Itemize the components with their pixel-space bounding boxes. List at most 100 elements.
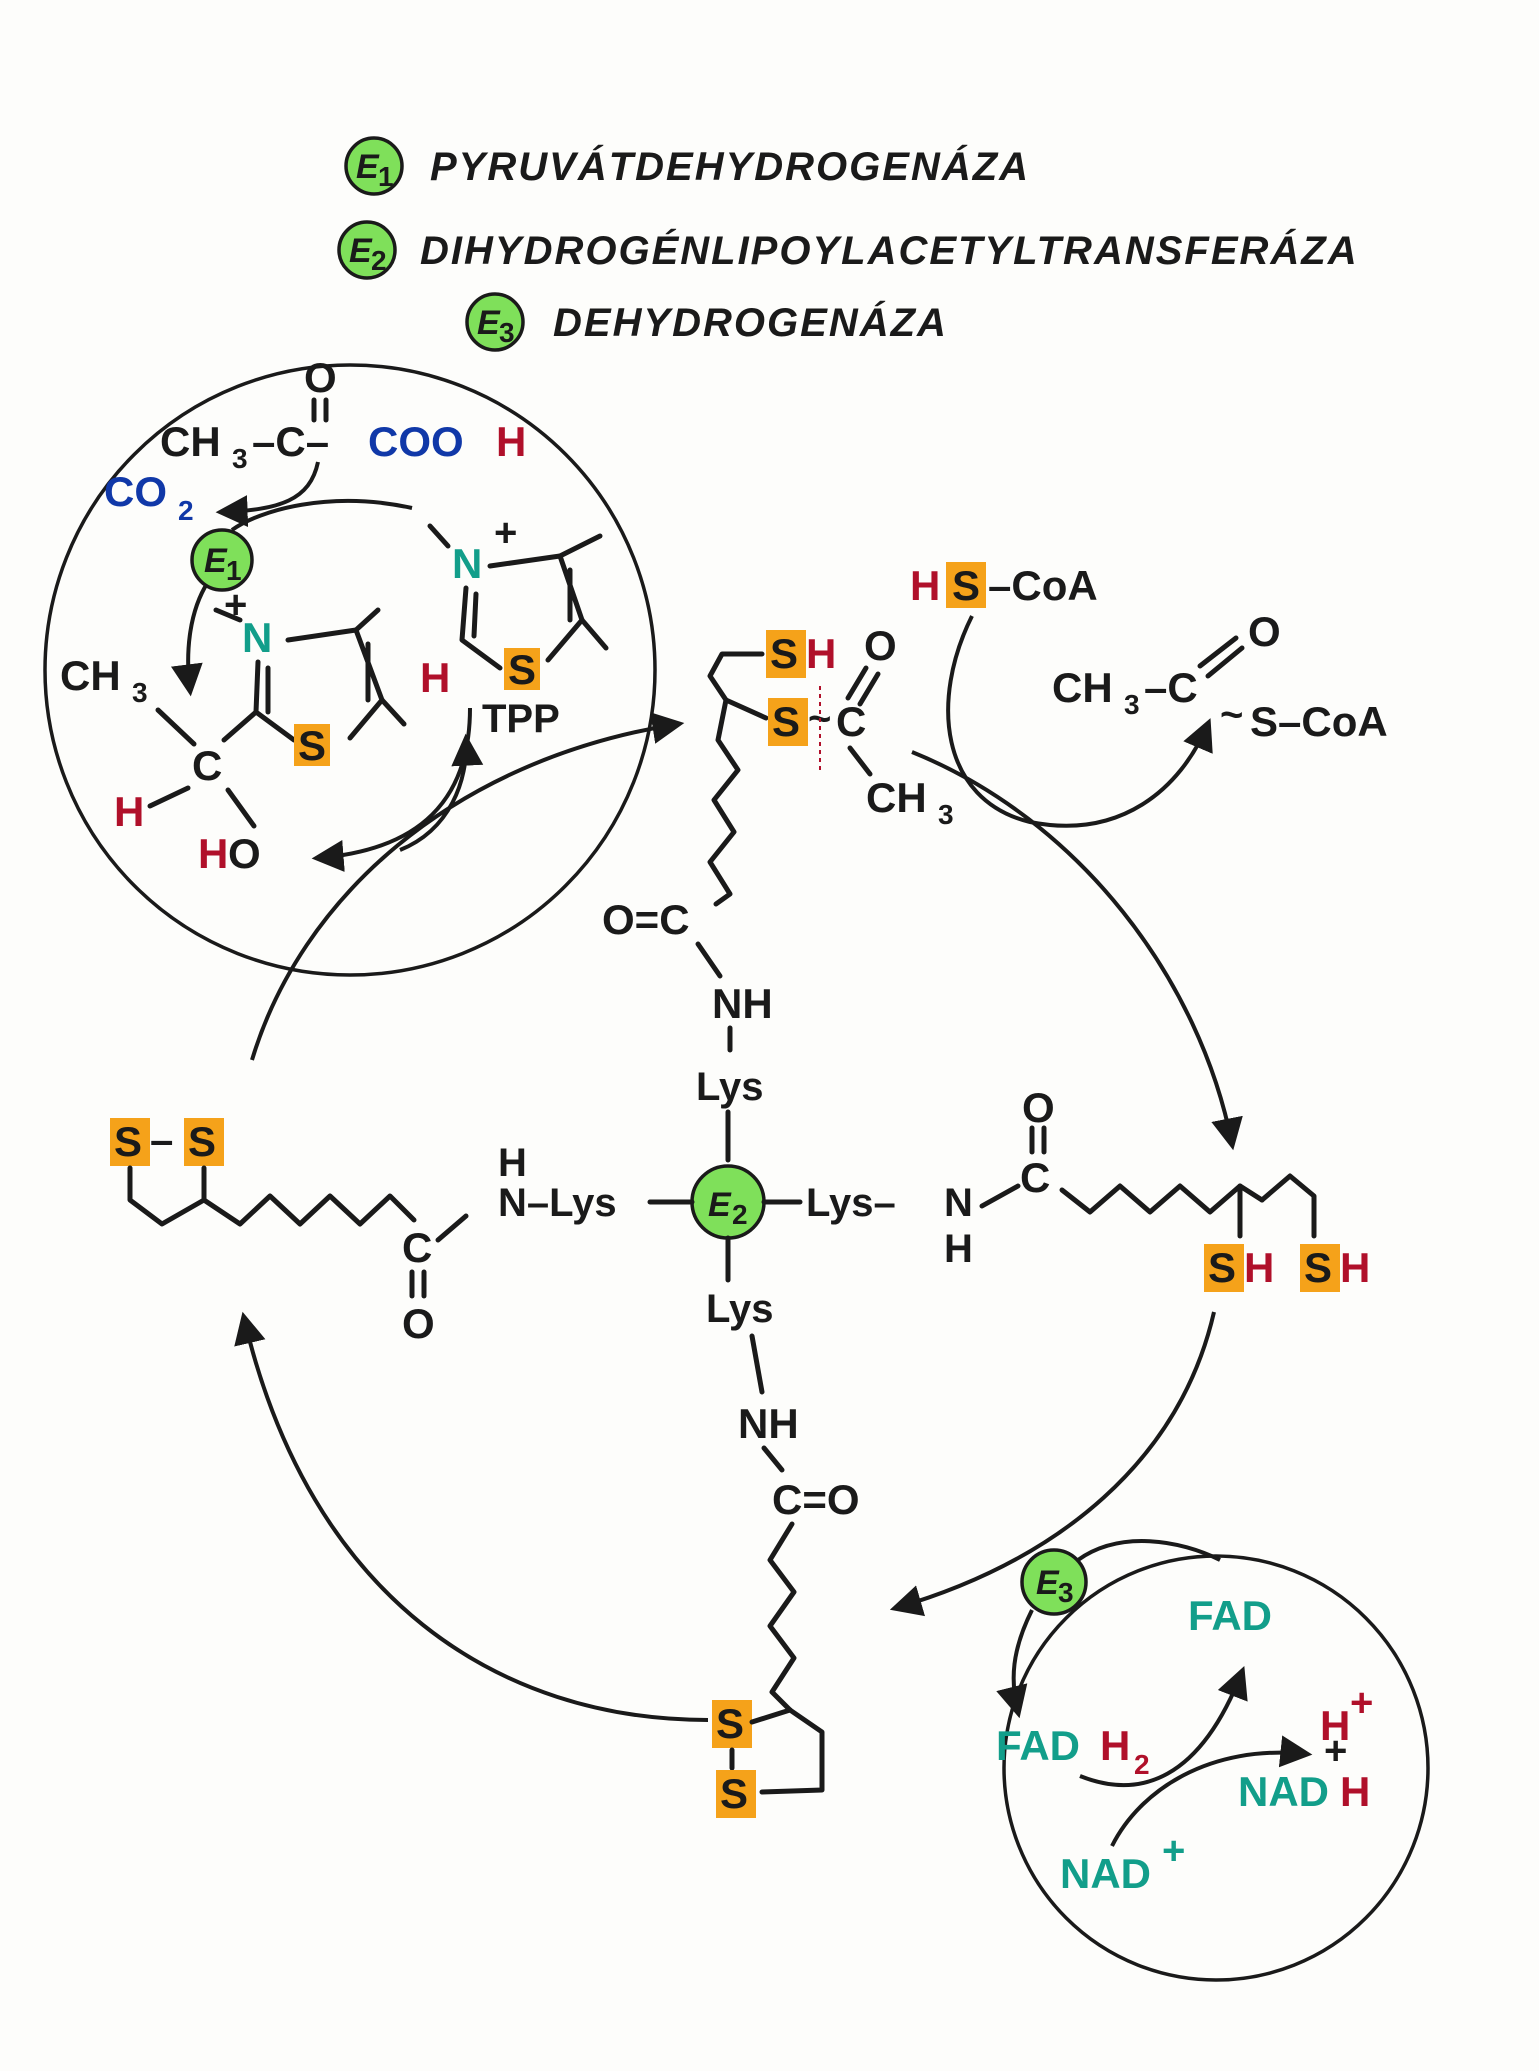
legend: E 1 PYRUVÁTDEHYDROGENÁZA E 2 DIHYDROGÉNL…: [337, 136, 1357, 352]
intermediate-methyl-2: [379, 697, 407, 727]
bottom-s2-box: [716, 1770, 756, 1818]
intermediate-ho-o: O: [228, 830, 261, 877]
tpp-h: H: [420, 654, 450, 701]
enzyme-e3-badge: [465, 292, 525, 352]
top-o: O: [864, 622, 897, 669]
tpp-s: S: [508, 646, 536, 693]
e2-symbol: E: [708, 1186, 732, 1224]
fadh2-to-fad-arrow: [1079, 1666, 1248, 1788]
nadh-nad: NAD: [1238, 1768, 1329, 1815]
bottom-co: C=O: [772, 1476, 860, 1523]
right-sh2-s: S: [1304, 1244, 1332, 1291]
fadh2-sub: 2: [1134, 1749, 1150, 1780]
fadh2-h: H: [1100, 1722, 1130, 1769]
cycle-arrow-to-bottom: [889, 1311, 1216, 1617]
bottom-arm: NH C=O S S: [712, 1333, 860, 1818]
tpp-methyl-1: [557, 533, 603, 559]
intermediate-methyl-1: [353, 607, 381, 633]
right-sh1-s-box: [1204, 1244, 1244, 1292]
intermediate-ch3: CH: [60, 652, 121, 699]
e2-sub: 2: [732, 1199, 748, 1230]
tpp-to-e1-arrow: [230, 498, 413, 532]
pyruvate-coo: COO: [368, 418, 464, 465]
legend-e3-symbol: E: [477, 304, 501, 342]
right-sh2-bond: [1259, 1173, 1317, 1239]
tpp-ring-left: [459, 585, 503, 671]
top-c-nh-bond: [695, 941, 723, 979]
e3-symbol: E: [1036, 1564, 1060, 1602]
bottom-nh-c-bond: [761, 1445, 785, 1473]
left-c: C: [402, 1224, 432, 1271]
top-nh: NH: [712, 980, 773, 1027]
legend-e1-sub: 1: [378, 161, 394, 192]
top-oc: O=C: [602, 896, 690, 943]
left-s1: S: [114, 1118, 142, 1165]
pyruvate-ch: CH: [160, 418, 221, 465]
acetyl-ch: CH: [1052, 664, 1113, 711]
cycle-arrow-to-top: [250, 712, 685, 1061]
tpp-label: TPP: [482, 697, 560, 741]
hub-right-lys: Lys–: [806, 1181, 896, 1225]
bottom-s1-box: [712, 1700, 752, 1748]
bottom-nh: NH: [738, 1400, 799, 1447]
tpp-regeneration-arrow: [399, 733, 484, 852]
right-o: O: [1022, 1084, 1055, 1131]
intermediate-ring-left: [253, 659, 297, 743]
acetyl-c: –C: [1144, 664, 1198, 711]
acetyl-tilde: ~: [1220, 693, 1243, 737]
tpp-n-plus: +: [494, 511, 517, 555]
right-c: C: [1020, 1154, 1050, 1201]
hplus-h: H: [1320, 1702, 1350, 1749]
release-arrow: [311, 707, 472, 872]
e3-to-fad-arrow: [1076, 1539, 1221, 1562]
top-co-bond: [845, 665, 869, 701]
e3-sub: 3: [1058, 1577, 1074, 1608]
co2-sub: 2: [178, 495, 194, 526]
tpp-n-bond: [427, 523, 451, 549]
nadplus-nad: NAD: [1060, 1850, 1151, 1897]
hub-right-h: H: [944, 1227, 973, 1271]
bottom-ring: [759, 1707, 825, 1795]
pyruvate-keto-o: O: [304, 354, 337, 401]
legend-item-e1: E 1 PYRUVÁTDEHYDROGENÁZA: [344, 136, 1028, 196]
intermediate-o-bond: [225, 787, 257, 829]
e3-to-fadh2-arrow: [996, 1609, 1034, 1719]
hub-bottom-lys: Lys: [706, 1287, 773, 1331]
left-chain: [201, 1193, 417, 1227]
enzyme-e1-badge: [344, 136, 404, 196]
right-chain: [1059, 1183, 1265, 1215]
nad-to-nadh-arrow: [1110, 1735, 1313, 1847]
tpp-methyl-2: [579, 617, 609, 651]
enzyme-e1: [190, 528, 254, 592]
left-c-n-bond: [435, 1213, 469, 1243]
right-sh1-h: H: [1244, 1244, 1274, 1291]
e1-sub: 1: [226, 555, 242, 586]
hub-left-h: H: [498, 1141, 527, 1185]
enzyme-e2-badge: [337, 220, 397, 280]
hub-right-n: N: [944, 1181, 973, 1225]
left-o: O: [402, 1300, 435, 1347]
top-sh-chain: [707, 651, 765, 703]
tpp-panel: O CH 3 –C– COO H CO 2 E 1 N + S: [43, 354, 657, 977]
enzyme-e3: [1020, 1548, 1088, 1616]
tpp-ring: N + S H TPP: [420, 511, 609, 741]
left-s2: S: [188, 1118, 216, 1165]
intermediate-s-box: [294, 724, 330, 766]
legend-e3-name: DEHYDROGENÁZA: [553, 300, 948, 345]
hscoa-s: S: [952, 562, 980, 609]
tpp-ring-double-left: [471, 591, 479, 639]
intermediate-h-bond: [147, 785, 191, 809]
e2-hub: E 2 N–Lys H Lys– N H Lys: [498, 1141, 973, 1331]
bottom-s-chain-bond: [749, 1707, 793, 1725]
intermediate-ch3-sub: 3: [132, 677, 148, 708]
top-ch3-sub: 3: [938, 799, 954, 830]
hub-left-lys: N–Lys: [498, 1181, 617, 1225]
acetyl-co-bond-2: [1205, 645, 1245, 679]
bottom-s2: S: [720, 1770, 748, 1817]
fadh2-fad: FAD: [996, 1722, 1080, 1769]
intermediate-s: S: [298, 722, 326, 769]
top-sh-s-box: [766, 630, 806, 678]
nadplus-plus: +: [1162, 1829, 1185, 1873]
top-arm: S H S ~ C O CH 3 O=C NH Lys: [602, 622, 954, 1163]
